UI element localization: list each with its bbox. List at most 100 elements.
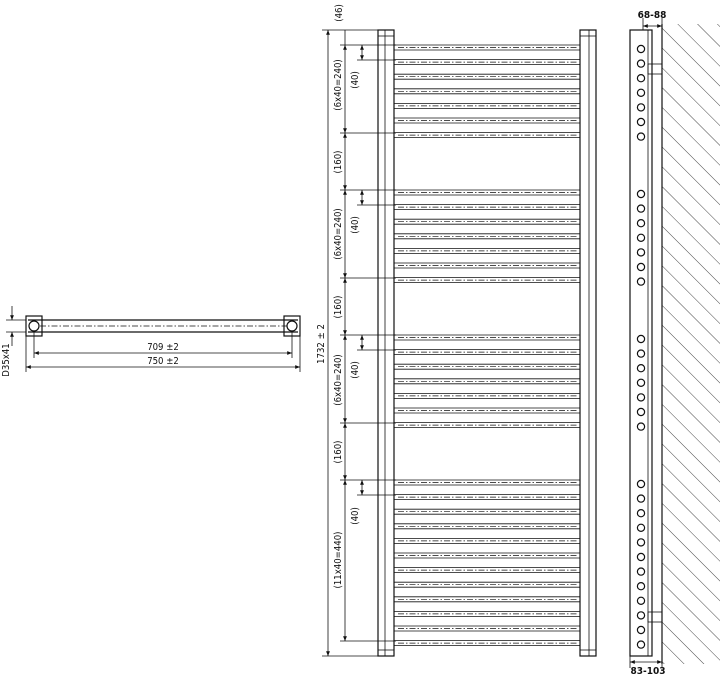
group-3-pitch-label: (40) (350, 361, 361, 379)
depth-bottom-dimension: 83-103 (629, 656, 666, 676)
side-tube-1-6 (636, 117, 646, 127)
side-tube-1-2 (636, 59, 646, 68)
group-1-span-label: (6x40=240) (333, 59, 344, 111)
tube-2-1 (394, 189, 580, 196)
tube-dimension: D35x41 (1, 306, 26, 377)
group-1-pitch-label: (40) (350, 71, 361, 89)
side-tube-2-3 (636, 218, 646, 228)
gap-2-label: (160) (333, 296, 344, 319)
group-3-dimensions: (6x40=240) (40) (333, 335, 364, 423)
group-4-span-label: (11x40=440) (333, 532, 344, 589)
tube-4-5 (394, 538, 580, 544)
tube-3-4 (394, 378, 580, 385)
side-tube-4-12 (636, 640, 646, 649)
extension-lines (340, 44, 396, 642)
tube-2-4 (394, 233, 580, 240)
tube-4-1 (394, 479, 580, 486)
tube-1-5 (394, 103, 580, 109)
side-tube-1-3 (636, 73, 646, 83)
side-tube-sections (636, 44, 646, 649)
group-2-dimensions: (6x40=240) (40) (333, 190, 364, 278)
group-4-pitch-label: (40) (350, 507, 361, 525)
center-width-dimension: 709 ±2 (33, 332, 293, 358)
side-tube-4-9 (636, 596, 646, 606)
side-wall-hatch (661, 24, 720, 664)
tube-2-3 (394, 218, 580, 225)
tube-2-5 (394, 247, 580, 254)
side-tube-4-1 (636, 479, 646, 489)
side-tube-4-8 (636, 582, 646, 591)
tube-4-4 (394, 523, 580, 530)
height-label: 1732 ± 2 (316, 324, 327, 364)
tube-1-2 (394, 59, 580, 65)
tube-1-7 (394, 132, 580, 139)
front-left-rail (377, 29, 395, 657)
tube-3-2 (394, 349, 580, 356)
tube-4-7 (394, 567, 580, 573)
front-right-rail (579, 29, 597, 657)
group-2-pitch-label: (40) (350, 216, 361, 234)
side-tube-3-6 (636, 407, 646, 417)
tube-3-5 (394, 392, 580, 399)
side-tube-2-6 (636, 262, 646, 272)
group-1-dimensions: (6x40=240) (40) (333, 45, 364, 133)
side-view: 68-88 83-103 (629, 10, 720, 676)
overall-width-label: 750 ±2 (147, 356, 179, 367)
side-tube-4-7 (636, 567, 646, 576)
top-gap-label: (46) (334, 4, 345, 22)
tube-4-6 (394, 552, 580, 559)
tube-4-11 (394, 625, 580, 632)
gap-3-dimension: (160) (333, 423, 347, 480)
tube-4-8 (394, 581, 580, 588)
tube-1-1 (394, 44, 580, 51)
tube-3-6 (394, 407, 580, 414)
depth-top-label: 68-88 (638, 10, 667, 21)
side-tube-2-1 (636, 189, 646, 199)
side-tube-4-6 (636, 552, 646, 562)
side-tube-2-4 (636, 233, 646, 242)
tube-2-2 (394, 204, 580, 211)
side-tube-3-5 (636, 393, 646, 402)
gap-3-label: (160) (333, 441, 344, 464)
side-tube-4-11 (636, 625, 646, 635)
tube-3-3 (394, 363, 580, 370)
tube-4-9 (394, 596, 580, 603)
group-3-span-label: (6x40=240) (333, 354, 344, 406)
gap-1-dimension: (160) (333, 133, 347, 190)
side-rail (629, 29, 653, 657)
side-tube-3-2 (636, 349, 646, 358)
tube-3-1 (394, 334, 580, 341)
side-tube-3-3 (636, 364, 646, 373)
group-2-span-label: (6x40=240) (333, 208, 344, 260)
side-tube-3-4 (636, 378, 646, 387)
gap-1-label: (160) (333, 151, 344, 174)
tube-1-6 (394, 117, 580, 124)
side-tube-1-4 (636, 88, 646, 98)
tube-2-7 (394, 277, 580, 284)
tube-4-2 (394, 494, 580, 501)
tube-4-12 (394, 640, 580, 646)
side-tube-3-7 (636, 422, 646, 431)
side-tube-4-5 (636, 538, 646, 547)
side-tube-1-1 (636, 44, 646, 54)
overall-width-dimension: 750 ±2 (25, 336, 301, 372)
front-view: 1732 ± 2 (46) (6x40=240) (40) (160) (6x4… (316, 4, 597, 657)
top-view: D35x41 709 ±2 750 ±2 (1, 306, 301, 377)
side-tube-2-2 (636, 204, 646, 213)
front-tubes (394, 44, 580, 646)
height-dimension: 1732 ± 2 (316, 29, 378, 657)
side-tube-3-1 (636, 334, 646, 344)
side-tube-4-4 (636, 523, 646, 533)
tube-1-4 (394, 88, 580, 95)
top-view-tube (28, 319, 298, 333)
side-tube-1-5 (636, 103, 646, 112)
tube-3-7 (394, 422, 580, 429)
tube-diameter-label: D35x41 (1, 343, 12, 376)
side-tube-4-3 (636, 509, 646, 518)
tube-2-6 (394, 262, 580, 269)
side-tube-2-7 (636, 277, 646, 286)
depth-top-dimension: 68-88 (638, 10, 667, 30)
tube-4-10 (394, 611, 580, 617)
wall-brackets (647, 63, 663, 623)
